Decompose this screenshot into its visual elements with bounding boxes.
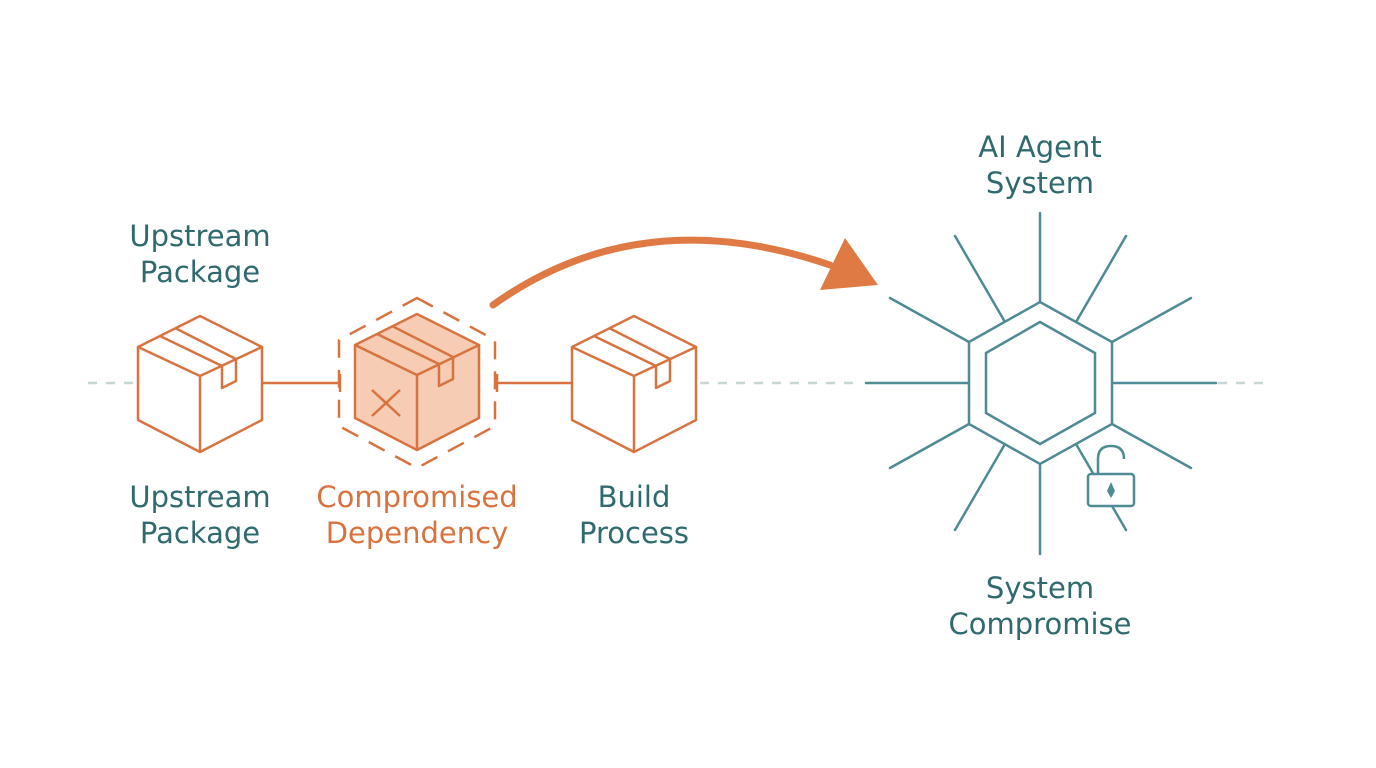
hub-rays xyxy=(864,211,1218,556)
compromised-package-icon xyxy=(337,296,497,470)
package-box-icon xyxy=(136,314,264,454)
build-process-label: Build Process xyxy=(578,480,690,550)
upstream-package-label-top: Upstream Package xyxy=(129,219,271,289)
system-compromise-label: System Compromise xyxy=(948,571,1132,641)
upstream-package-label: Upstream Package xyxy=(129,480,271,550)
ai-agent-system-label: AI Agent System xyxy=(978,130,1102,200)
compromised-dependency-label: Compromised Dependency xyxy=(316,480,518,550)
hexagon-hub-icon xyxy=(967,300,1114,466)
curved-arrow-icon xyxy=(489,236,878,309)
unlocked-padlock-icon xyxy=(1086,444,1136,508)
build-box-icon xyxy=(570,314,698,454)
